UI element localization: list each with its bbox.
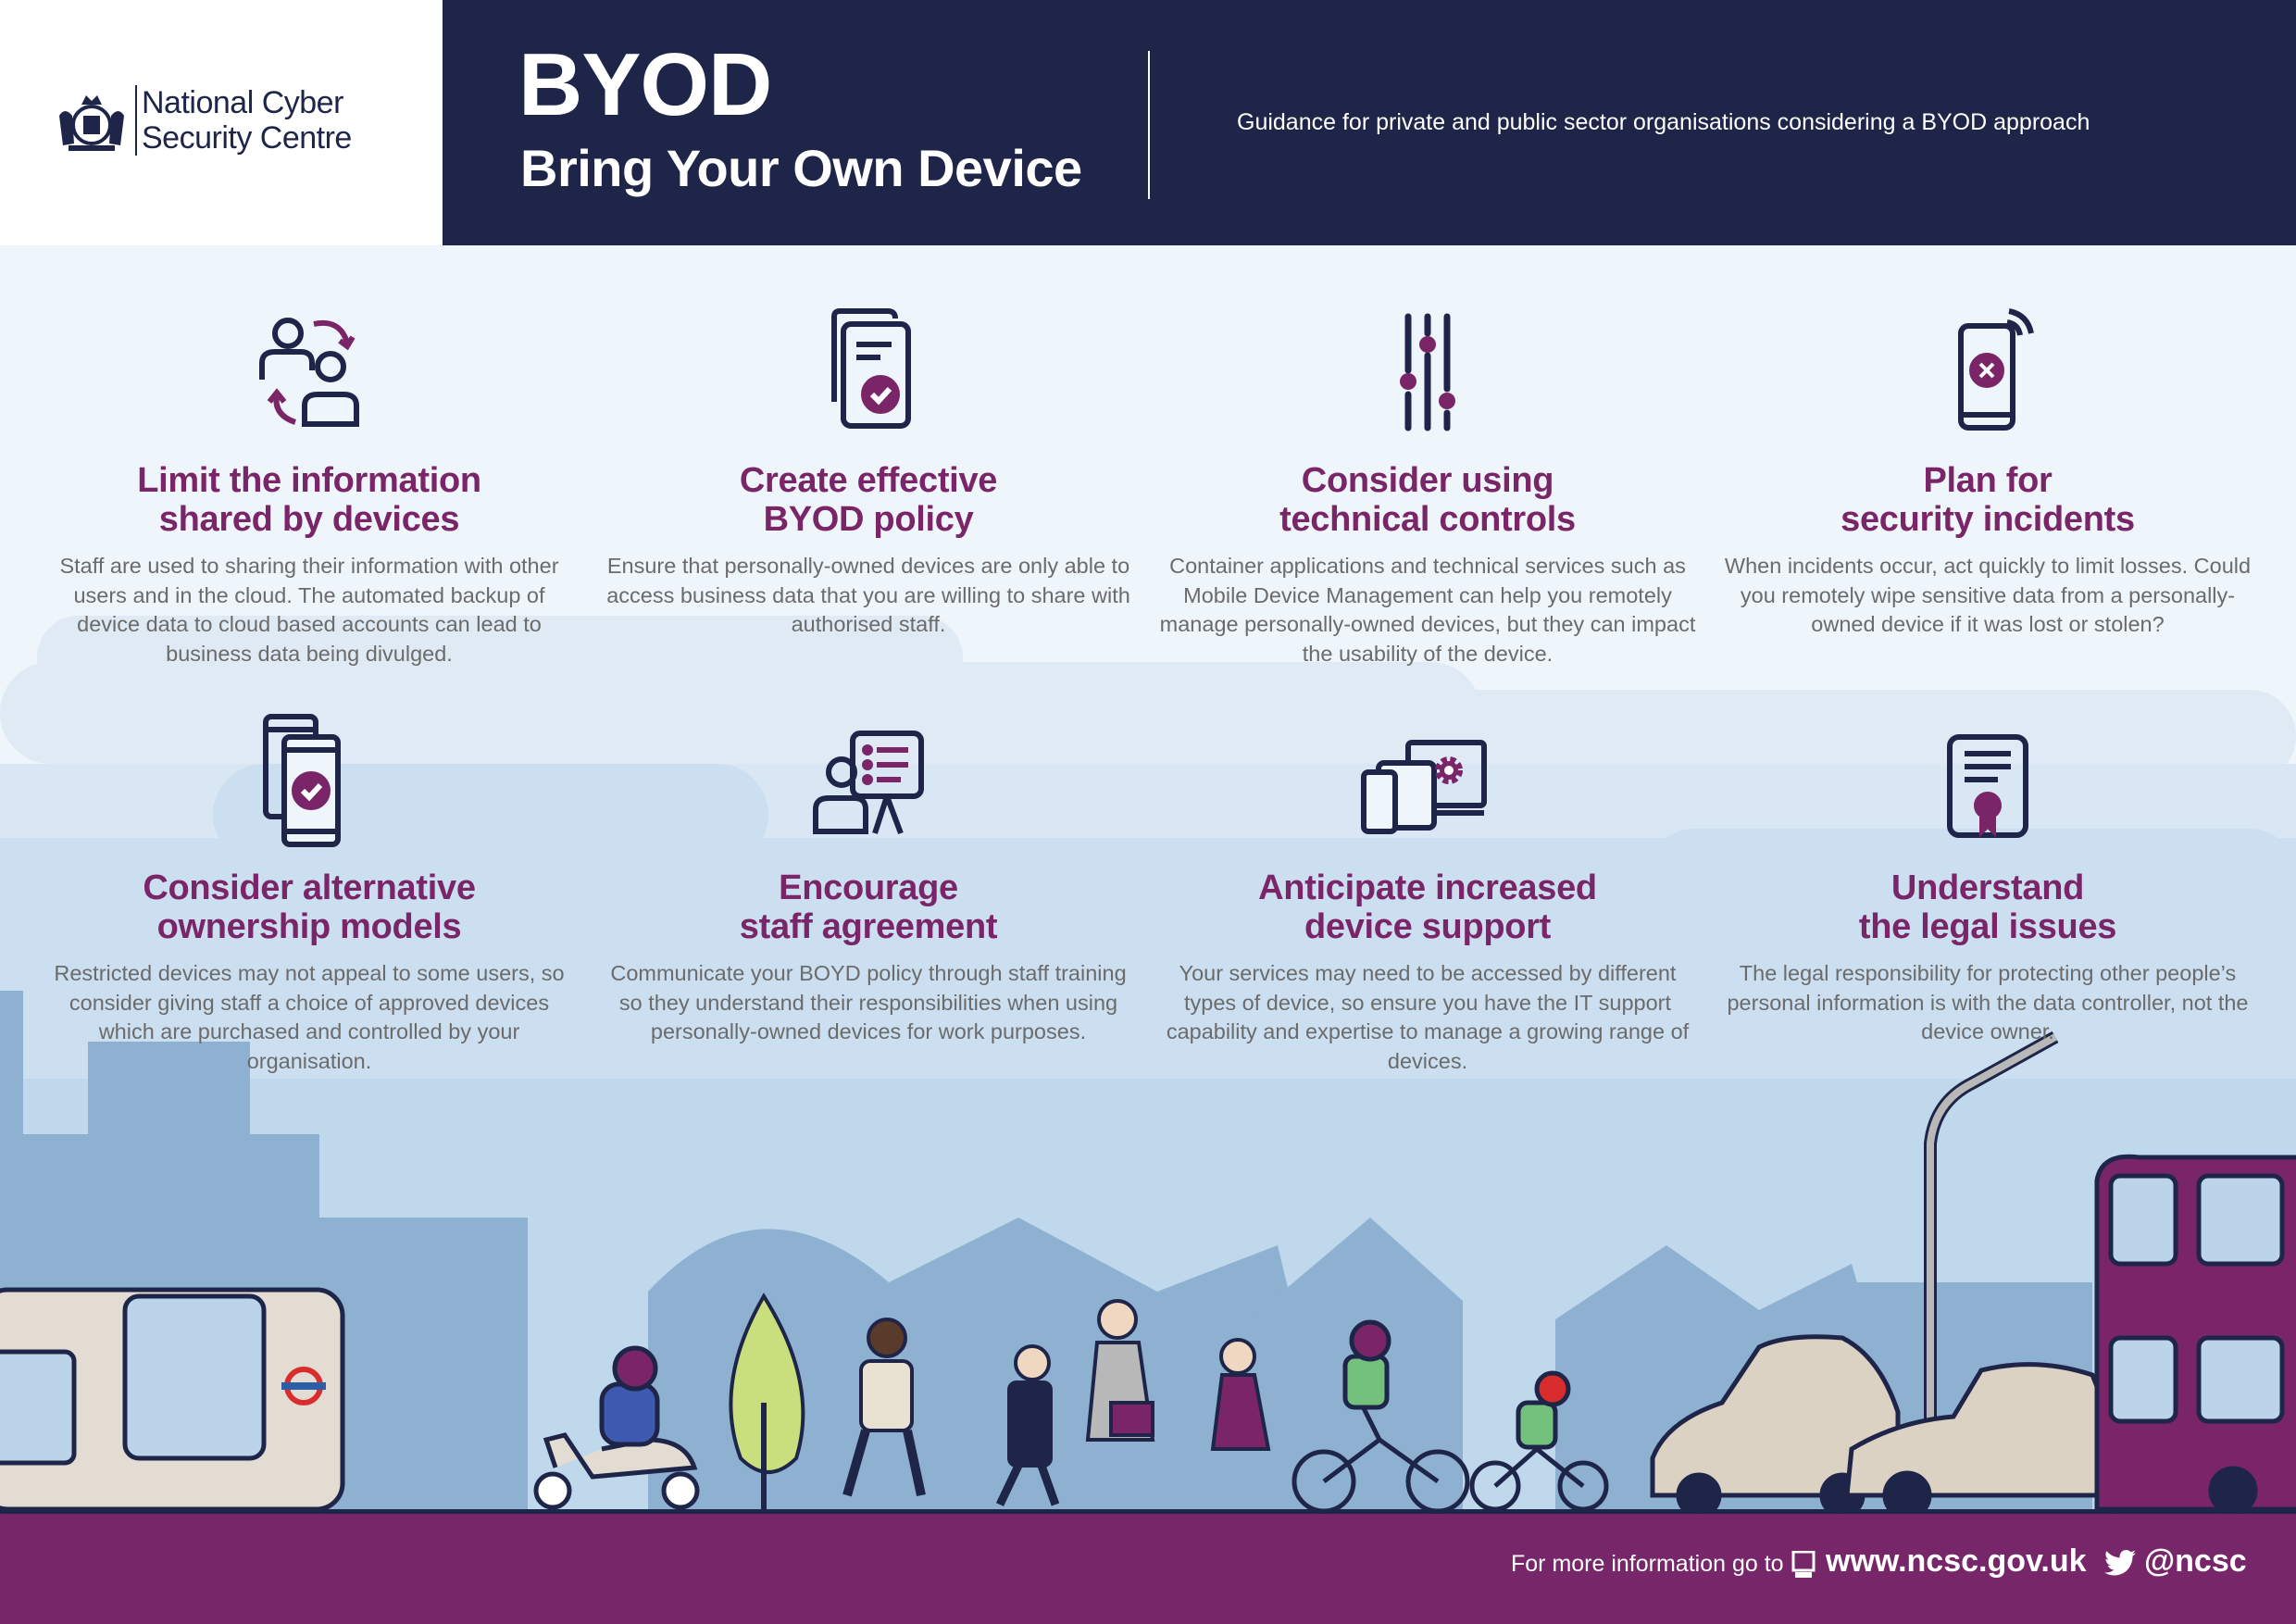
computer-icon [1791, 1551, 1816, 1578]
page-subtitle: Bring Your Own Device [520, 139, 1082, 197]
tram [0, 1287, 345, 1512]
website-link[interactable]: www.ncsc.gov.uk [1826, 1543, 2087, 1579]
phone-remote-wipe-icon [1958, 308, 2034, 431]
card-body: The legal responsibility for protecting … [1727, 961, 2249, 1043]
logo: National Cyber Security Centre [0, 0, 443, 245]
header-divider [1148, 51, 1150, 199]
lamp-post [1924, 1031, 2059, 1421]
twitter-icon [2104, 1550, 2136, 1576]
devices-settings-icon [1361, 740, 1487, 834]
scooter-rider [533, 1345, 700, 1510]
twitter-handle-link[interactable]: @ncsc [2144, 1543, 2247, 1579]
logo-line1: National Cyber [142, 85, 343, 120]
logo-text: National Cyber Security Centre [135, 85, 352, 156]
card-body: Ensure that personally-owned devices are… [606, 554, 1130, 636]
card-body: Communicate your BOYD policy through sta… [610, 961, 1127, 1043]
logo-line2: Security Centre [142, 120, 352, 156]
approved-phones-icon [263, 714, 341, 847]
sliders-controls-icon [1400, 313, 1455, 431]
bus [2094, 1154, 2296, 1514]
city-scene-illustration [0, 245, 2296, 1514]
page-title: BYOD [518, 35, 772, 134]
card-body: Your services may need to be accessed by… [1166, 961, 1690, 1073]
legal-certificate-icon [1947, 734, 2028, 838]
tree [729, 1293, 805, 1509]
card-body: Staff are used to sharing their informat… [59, 554, 559, 666]
royal-crest-icon [59, 95, 124, 151]
card-body: Restricted devices may not appeal to som… [54, 961, 565, 1073]
presentation-training-icon [813, 731, 924, 835]
card-body: Container applications and technical ser… [1159, 554, 1696, 666]
header-banner: National Cyber Security Centre BYOD Brin… [0, 0, 2296, 245]
footer: For more information go to www.ncsc.gov.… [0, 1514, 2296, 1624]
policy-document-check-icon [831, 308, 911, 429]
more-info-text: For more information go to [1511, 1551, 1784, 1577]
guidance-text: Guidance for private and public sector o… [1237, 109, 2090, 135]
cyclists [1292, 1319, 1609, 1514]
users-sharing-icon [259, 318, 359, 427]
card-body: When incidents occur, act quickly to lim… [1724, 554, 2252, 636]
pedestrians [842, 1299, 1271, 1506]
